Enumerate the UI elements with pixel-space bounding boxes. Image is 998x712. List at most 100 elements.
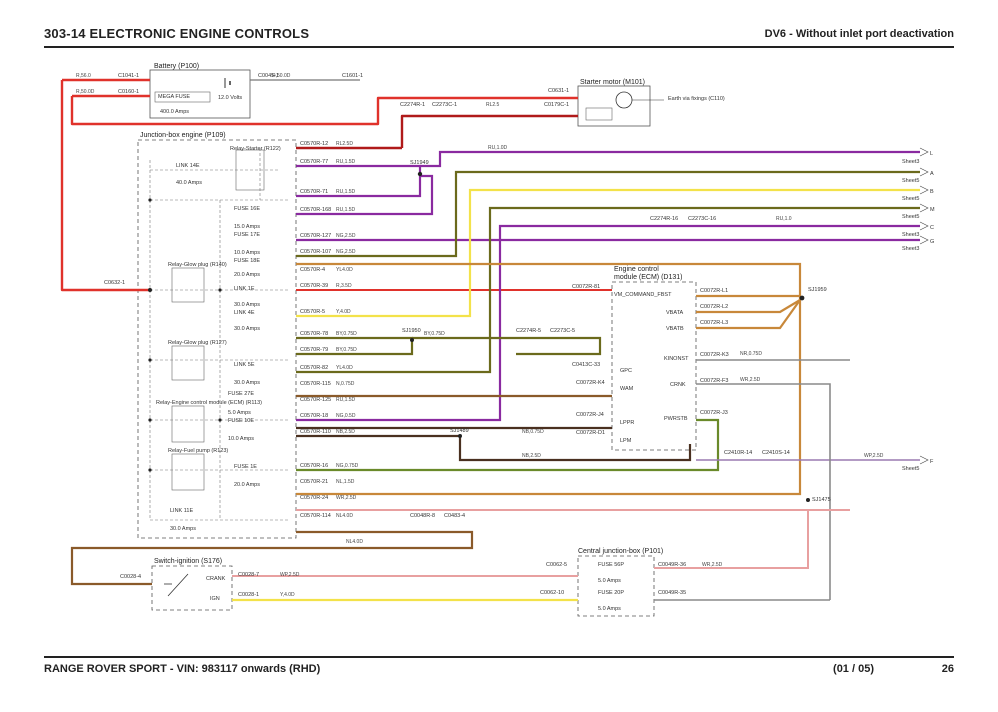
conn-c28: C0570R-114 xyxy=(300,513,331,519)
sheet-ref-a: A xyxy=(930,171,934,177)
pink-wires xyxy=(232,509,850,577)
wire-label-rl25: RL2.5 xyxy=(486,102,500,108)
starter-earth-label: Earth via fixings (C110) xyxy=(668,96,725,102)
fuse-a10e: 10.0 Amps xyxy=(228,436,254,442)
battery-box xyxy=(149,69,251,119)
ecm-label-line2: module (ECM) (D131) xyxy=(614,274,682,281)
conn-c17: C0570R-5 xyxy=(300,309,325,315)
conn-c29b: C2273C-16 xyxy=(688,216,716,222)
conn-c12: C0570R-168 xyxy=(300,207,331,213)
sheet-ref-c: C xyxy=(930,225,934,231)
conn-c50: C0413C-33 xyxy=(572,362,600,368)
cjb-fuse56p: FUSE 56P xyxy=(598,562,624,568)
wire-label-yl4: YL4.0D xyxy=(336,267,353,273)
conn-c26: C0570R-21 xyxy=(300,479,328,485)
sheet-ref-f-sheet: Sheet5 xyxy=(902,466,919,472)
wire-label-yl: YL4.0D xyxy=(336,365,353,371)
splice-sj1949 xyxy=(417,171,423,177)
green-wires xyxy=(296,418,720,472)
relay-ecm-label: Relay-Engine control module (ECM) (R113) xyxy=(156,400,262,406)
footer-page-count: (01 / 05) xyxy=(833,663,874,675)
ecm-pin-vm: VM_COMMAND_FBST xyxy=(614,292,672,298)
fuse-a18e: 20.0 Amps xyxy=(234,272,260,278)
fuse-link14e: LINK 14E xyxy=(176,163,200,169)
ecm-pin-wam: WAM xyxy=(620,386,634,392)
ecm-pin-lppr: LPPR xyxy=(620,420,634,426)
page-header: 303-14 ELECTRONIC ENGINE CONTROLS DV6 - … xyxy=(44,24,954,48)
conn-c42b: C0483-4 xyxy=(444,513,465,519)
wire-label-wr2: WR,2.5D xyxy=(702,562,723,568)
conn-c31: C0072R-81 xyxy=(572,284,600,290)
conn-c9: C0570R-12 xyxy=(300,141,328,147)
conn-c45: C0028-1 xyxy=(238,592,259,598)
ecm-pin-gpc: GPC xyxy=(620,368,632,374)
wire-label-ng25b: NG,2.5D xyxy=(336,249,356,255)
splice-sj1949-label: SJ1949 xyxy=(410,160,429,166)
conn-c48: C0049R-36 xyxy=(658,562,686,568)
conn-c46: C0062-5 xyxy=(546,562,567,568)
fuse-a5e: 30.0 Amps xyxy=(234,380,260,386)
fuse-link1e: LINK 1E xyxy=(234,286,255,292)
fuse-a11e: 30.0 Amps xyxy=(170,526,196,532)
jbe-relays xyxy=(171,149,265,491)
splice-sj1489-label: SJ1489 xyxy=(450,428,469,434)
red-feed-wires xyxy=(60,78,612,292)
sheet-ref-b-sheet: Sheet5 xyxy=(902,196,919,202)
conn-c40: C0072R-K4 xyxy=(576,380,605,386)
conn-c27: C0570R-24 xyxy=(300,495,328,501)
battery-fuse-box xyxy=(154,91,211,103)
relay-glow2-label: Relay-Glow plug (R127) xyxy=(168,340,227,346)
conn-c37: C0072R-J3 xyxy=(700,410,728,416)
conn-c49: C0049R-35 xyxy=(658,590,686,596)
wire-label-n: N,0.75D xyxy=(336,381,355,387)
switch-pin-ign: IGN xyxy=(210,596,220,602)
fuse-link11e: LINK 11E xyxy=(170,508,193,514)
switch-pin-crank: CRANK xyxy=(206,576,226,582)
fuse-a14e: 40.0 Amps xyxy=(176,180,202,186)
cjb-a56p: 5.0 Amps xyxy=(598,578,621,584)
sheet-ref-m-sheet: Sheet5 xyxy=(902,214,919,220)
fuse-a1e2: 20.0 Amps xyxy=(234,482,260,488)
grey-wires xyxy=(654,359,920,601)
wire-label-ry2: BY,0.75D xyxy=(424,331,445,337)
splice-sj1950 xyxy=(410,338,414,342)
wire-label-wr: WR,2.5D xyxy=(336,495,357,501)
switch-label: Switch-ignition (S176) xyxy=(154,558,222,565)
conn-c11: C0570R-71 xyxy=(300,189,328,195)
conn-c7: C0179C-1 xyxy=(544,102,569,108)
conn-c13: C0570R-127 xyxy=(300,233,331,239)
cjb-box xyxy=(577,555,655,617)
switch-lever xyxy=(167,573,189,597)
fuse-a4e: 30.0 Amps xyxy=(234,326,260,332)
orange-wires xyxy=(296,262,802,496)
wire-label-ru: RU,1.5D xyxy=(336,397,356,403)
sheet-reference-markers xyxy=(919,147,929,465)
sheet-ref-l-sheet: Sheet3 xyxy=(902,159,919,165)
wire-label-ru11: RU,1.0 xyxy=(776,216,792,222)
conn-c4: C0160-1 xyxy=(118,89,139,95)
cjb-a20p: 5.0 Amps xyxy=(598,606,621,612)
conn-c41b: C2410S-14 xyxy=(762,450,790,456)
wire-label-nb2: NB,2.5D xyxy=(522,453,541,459)
conn-c47: C0062-10 xyxy=(540,590,564,596)
wire-label-wr3: WR,2.5D xyxy=(740,377,761,383)
splice-sj1950-label: SJ1950 xyxy=(402,328,421,334)
conn-c5: C0631-1 xyxy=(548,88,569,94)
conn-c3: C1601-1 xyxy=(342,73,363,79)
conn-c30: C2274R-5 xyxy=(516,328,541,334)
jbe-internal-wiring xyxy=(149,148,290,521)
ecm-pin-vbata: VBATA xyxy=(666,310,684,316)
conn-c16: C0570R-39 xyxy=(300,283,328,289)
junction-dots xyxy=(148,198,222,472)
ecm-pin-lpm: LPM xyxy=(620,438,632,444)
conn-c32: C0072R-L1 xyxy=(700,288,728,294)
dark-brown-wires xyxy=(70,394,692,586)
fuse-18e: FUSE 18E xyxy=(234,258,260,264)
page-subtitle: DV6 - Without inlet port deactivation xyxy=(764,28,954,40)
sheet-ref-g-sheet: Sheet3 xyxy=(902,246,919,252)
wire-label-yl2: Y,4.0D xyxy=(280,592,295,598)
jbe-label: Junction-box engine (P109) xyxy=(140,132,226,139)
page-footer: RANGE ROVER SPORT - VIN: 983117 onwards … xyxy=(44,656,954,680)
battery-volts-label: 12.0 Volts xyxy=(218,95,242,101)
splice-sj1489 xyxy=(458,434,462,438)
